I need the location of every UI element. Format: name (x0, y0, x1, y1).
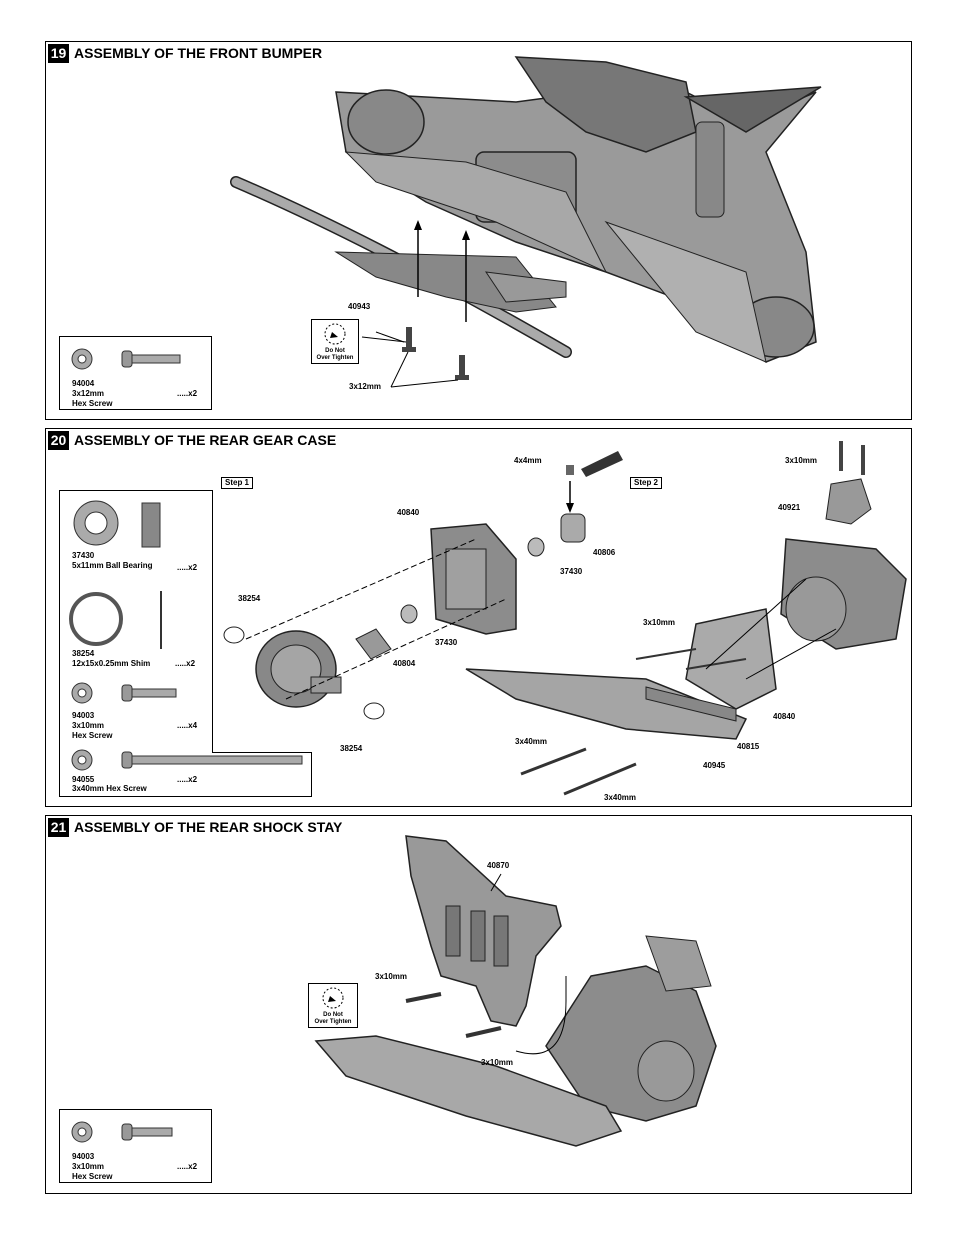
callout-40870: 40870 (487, 861, 510, 870)
washer-screw-icon (71, 348, 181, 370)
callout-3x10mm: 3x10mm (375, 972, 408, 981)
parts-box-border (212, 796, 312, 797)
callout-40840: 40840 (773, 712, 796, 721)
callout-38254: 38254 (238, 594, 261, 603)
callout-40806: 40806 (593, 548, 616, 557)
callout-3x40mm: 3x40mm (515, 737, 548, 746)
part-qty: .....x2 (177, 775, 198, 784)
part-code: 94004 (72, 379, 95, 388)
substep-2-label: Step 2 (630, 477, 663, 489)
step-19-panel: 19 ASSEMBLY OF THE FRONT BUMPER 40943 3x… (45, 41, 912, 420)
part-size: 3x12mm (72, 389, 105, 398)
callout-3x10mm: 3x10mm (643, 618, 676, 627)
parts-box-border (212, 490, 213, 753)
part-qty: .....x2 (177, 563, 198, 572)
front-bumper-illustration (230, 56, 822, 388)
part-qty: .....x2 (175, 659, 196, 668)
step-number: 20 (48, 431, 69, 450)
warning-line1: Do Not (325, 348, 345, 354)
step-title: ASSEMBLY OF THE FRONT BUMPER (74, 45, 323, 61)
part-desc: Hex Screw (72, 1172, 113, 1181)
step-title: ASSEMBLY OF THE REAR SHOCK STAY (74, 819, 343, 835)
callout-4x4mm: 4x4mm (514, 456, 542, 465)
part-code: 38254 (72, 649, 95, 658)
parts-box-border (212, 752, 312, 753)
step-21-panel: 21 ASSEMBLY OF THE REAR SHOCK STAY 40870… (45, 815, 912, 1194)
callout-40921: 40921 (778, 503, 801, 512)
callout-3x10mm: 3x10mm (481, 1058, 514, 1067)
parts-box: 94004 3x12mm Hex Screw .....x2 (59, 336, 212, 410)
callout-40943: 40943 (348, 302, 371, 311)
callout-40804: 40804 (393, 659, 416, 668)
part-code: 94003 (72, 1152, 95, 1161)
substep-1-label: Step 1 (221, 477, 254, 489)
do-not-over-tighten-box: Do Not Over Tighten (308, 983, 358, 1028)
part-desc: 12x15x0.25mm Shim (72, 659, 151, 668)
washer-screw-icon (71, 1121, 173, 1143)
warning-line2: Over Tighten (316, 355, 354, 361)
callout-40945: 40945 (703, 761, 726, 770)
callout-3x40mm: 3x40mm (604, 793, 637, 802)
parts-icons (69, 500, 303, 771)
part-code: 94055 (72, 775, 95, 784)
step-20-panel: 20 ASSEMBLY OF THE REAR GEAR CASE Step 1… (45, 428, 912, 807)
step-title: ASSEMBLY OF THE REAR GEAR CASE (74, 432, 337, 448)
part-code: 37430 (72, 551, 95, 560)
part-qty: .....x4 (177, 721, 198, 730)
callout-40840: 40840 (397, 508, 420, 517)
warning-line1: Do Not (323, 1012, 343, 1018)
callout-37430: 37430 (435, 638, 458, 647)
rear-gear-case-illustration (223, 441, 907, 796)
part-desc: 5x11mm Ball Bearing (72, 561, 153, 570)
part-desc: Hex Screw (72, 399, 113, 408)
torque-warning-icon (324, 323, 346, 345)
parts-box: 94003 3x10mm Hex Screw .....x2 (59, 1109, 212, 1183)
rear-shock-stay-illustration (314, 835, 717, 1147)
callout-3x12mm: 3x12mm (349, 382, 382, 391)
do-not-over-tighten-box: Do Not Over Tighten (311, 319, 359, 364)
part-code: 94003 (72, 711, 95, 720)
torque-warning-icon (322, 987, 344, 1009)
part-desc: Hex Screw (72, 731, 113, 740)
part-qty: .....x2 (177, 1162, 198, 1171)
callout-38254: 38254 (340, 744, 363, 753)
step-number: 19 (48, 44, 69, 63)
step-number: 21 (48, 818, 69, 837)
callout-40815: 40815 (737, 742, 760, 751)
callout-37430: 37430 (560, 567, 583, 576)
part-desc: 3x40mm Hex Screw (72, 784, 147, 793)
part-size: 3x10mm (72, 721, 105, 730)
part-qty: .....x2 (177, 389, 198, 398)
parts-box-border (311, 752, 312, 797)
part-size: 3x10mm (72, 1162, 105, 1171)
warning-line2: Over Tighten (314, 1019, 352, 1025)
callout-3x10mm: 3x10mm (785, 456, 818, 465)
